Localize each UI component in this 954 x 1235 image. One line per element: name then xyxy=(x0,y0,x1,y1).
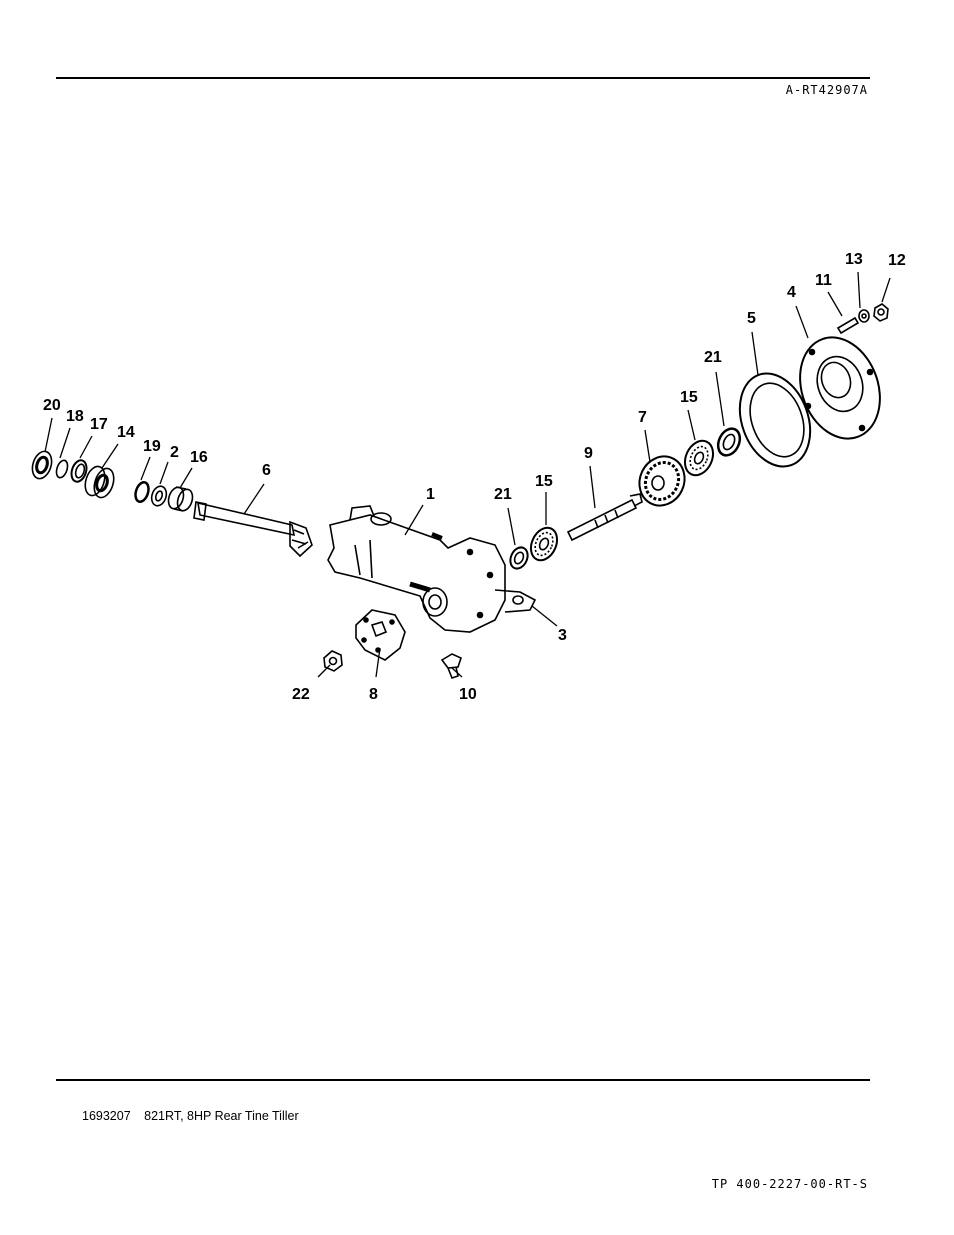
part-12-nut xyxy=(873,303,889,322)
callout-8: 8 xyxy=(369,686,378,703)
part-17-snap-ring xyxy=(70,459,88,483)
part-2-washer xyxy=(150,485,168,507)
callout-12: 12 xyxy=(888,252,906,269)
callout-14: 14 xyxy=(117,424,135,441)
footer-rule xyxy=(56,1079,870,1081)
callout-9: 9 xyxy=(584,445,593,462)
callout-11: 11 xyxy=(815,272,832,289)
callout-15-a: 15 xyxy=(535,473,553,490)
part-4-cover xyxy=(799,336,881,440)
part-20-seal xyxy=(31,450,53,480)
part-21-seal-b xyxy=(716,427,742,457)
part-5-gasket xyxy=(738,372,812,468)
callout-6: 6 xyxy=(262,462,271,479)
part-11-pin xyxy=(836,316,860,335)
callout-13: 13 xyxy=(845,251,863,268)
part-15-bearing-b xyxy=(683,439,715,477)
part-15-bearing-a xyxy=(529,526,559,562)
part-8-flange xyxy=(355,609,406,661)
part-9-shaft xyxy=(566,493,643,542)
part-7-bevel-gear xyxy=(638,455,686,507)
part-19-ring xyxy=(134,481,150,503)
callout-19: 19 xyxy=(143,438,161,455)
callout-20: 20 xyxy=(43,397,61,414)
part-16-bearing xyxy=(167,486,194,512)
callout-15-b: 15 xyxy=(680,389,698,406)
part-1-gear-housing xyxy=(327,505,537,633)
callout-21-a: 21 xyxy=(494,486,512,503)
footer-caption: 1693207 821RT, 8HP Rear Tine Tiller xyxy=(82,1109,299,1123)
callout-4: 4 xyxy=(787,284,796,301)
callout-5: 5 xyxy=(747,310,756,327)
callout-18: 18 xyxy=(66,408,84,425)
callout-3: 3 xyxy=(558,627,567,644)
part-18-ring xyxy=(55,459,69,479)
callout-7: 7 xyxy=(638,409,647,426)
tp-number: TP 400-2227-00-RT-S xyxy=(711,1177,868,1191)
header-rule xyxy=(56,77,870,79)
part-13-washer xyxy=(858,309,870,323)
callout-2: 2 xyxy=(170,444,179,461)
part-10-bolt xyxy=(440,653,462,679)
callout-10: 10 xyxy=(459,686,477,703)
callout-21-b: 21 xyxy=(704,349,722,366)
part-6-pinion-shaft xyxy=(193,501,313,558)
callout-17: 17 xyxy=(90,416,108,433)
callout-22: 22 xyxy=(292,686,310,703)
callout-16: 16 xyxy=(190,449,208,466)
part-number: 1693207 xyxy=(82,1109,131,1123)
part-21-washer-a xyxy=(509,546,529,570)
leader-lines xyxy=(44,271,891,678)
model-name: 821RT, 8HP Rear Tine Tiller xyxy=(144,1109,299,1123)
drawing-id: A-RT42907A xyxy=(785,83,868,97)
callout-1: 1 xyxy=(426,486,435,503)
part-22-nut xyxy=(323,650,343,672)
part-14-bearing xyxy=(84,465,115,499)
